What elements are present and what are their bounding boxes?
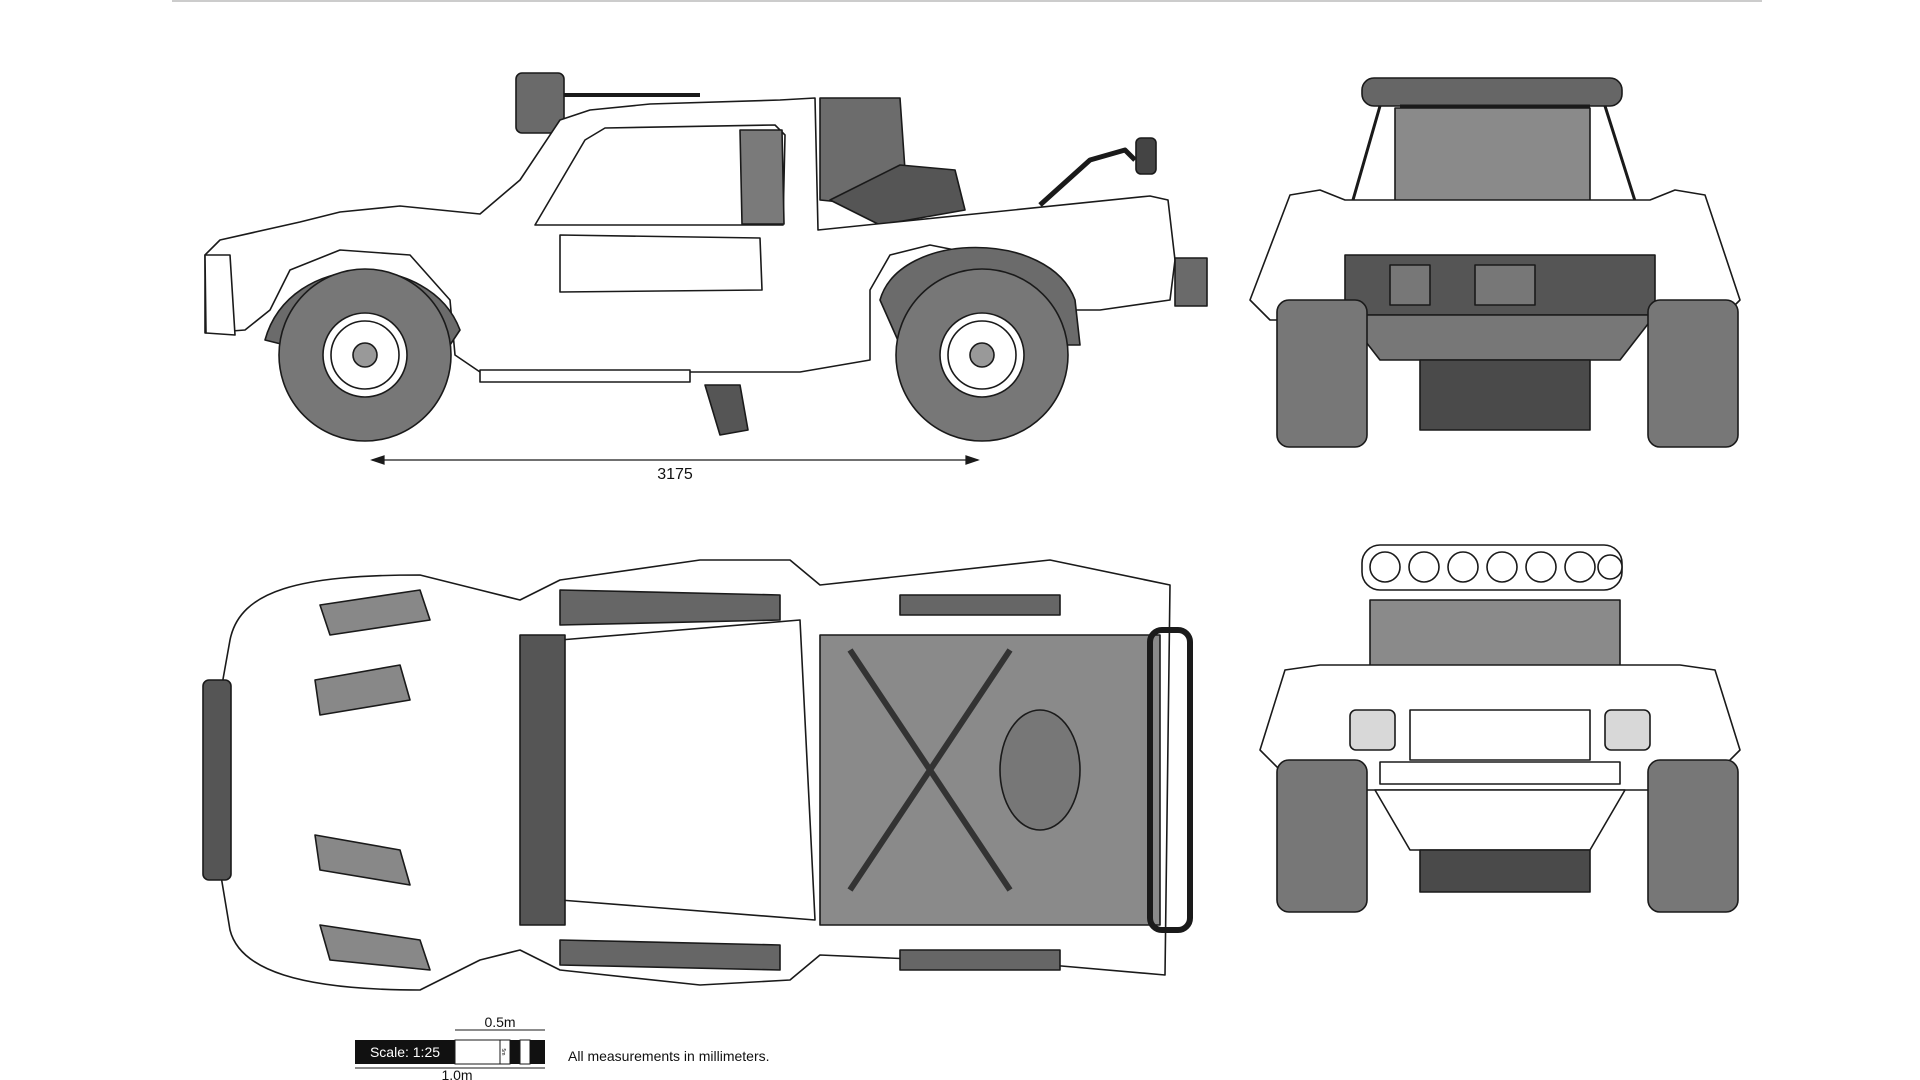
top-cab-roof <box>559 619 816 921</box>
scale-label-box <box>355 1040 455 1064</box>
top-windshield <box>519 634 566 926</box>
side-front-wheel <box>278 268 452 442</box>
rear-right-tire <box>1647 299 1739 448</box>
scale-half-label: 0.5m <box>484 1014 515 1030</box>
front-left-headlight <box>1349 709 1396 751</box>
side-rear-wheel <box>895 268 1069 442</box>
rear-skid <box>1344 314 1656 361</box>
side-mud-flap <box>704 384 749 436</box>
wheelbase-dimension <box>370 455 980 465</box>
front-bumper <box>1379 761 1621 785</box>
side-engine <box>829 164 966 226</box>
top-spare-tire <box>999 709 1081 831</box>
side-rear-window-fill <box>739 129 785 225</box>
top-rear-bumper <box>1147 627 1193 933</box>
front-skid <box>1374 789 1626 851</box>
scale-small-mark: 5m <box>500 1049 506 1056</box>
rear-view <box>1249 77 1741 448</box>
scale-black-segment-1 <box>510 1040 520 1064</box>
wheelbase-value: 3175 <box>657 466 693 483</box>
side-door-panel <box>559 234 763 293</box>
side-step <box>479 369 691 383</box>
scale-black-segment-2 <box>530 1040 545 1064</box>
side-view <box>204 72 1208 442</box>
front-left-tire <box>1276 759 1368 913</box>
top-front-bumper <box>202 679 232 881</box>
front-view <box>1259 544 1741 913</box>
top-right-panel <box>559 939 781 971</box>
top-cage-x <box>847 648 1013 892</box>
rear-diff <box>1419 359 1591 431</box>
front-right-tire <box>1647 759 1739 913</box>
top-view <box>202 559 1193 991</box>
scale-label: Scale: 1:25 <box>370 1044 440 1060</box>
rear-light-bar <box>1361 77 1623 107</box>
front-lamps <box>1369 551 1623 583</box>
front-right-headlight <box>1604 709 1651 751</box>
top-right-fender <box>899 949 1061 971</box>
side-cab-window <box>534 124 786 226</box>
side-roof-light <box>515 72 565 134</box>
side-rear-bumper <box>1174 257 1208 307</box>
rear-tank <box>1389 264 1431 306</box>
scale-white-segment <box>454 1039 501 1065</box>
top-left-panel <box>559 589 781 626</box>
measurement-note: All measurements in millimeters. <box>568 1048 770 1064</box>
side-rear-arm <box>1038 147 1137 207</box>
top-hood-vents <box>314 589 431 971</box>
top-left-fender <box>899 594 1061 616</box>
side-rear-mirror <box>1135 137 1157 175</box>
front-diff <box>1419 849 1591 893</box>
side-front-bumper <box>204 254 236 336</box>
scale-white-segment-2 <box>519 1039 531 1065</box>
scale-full-label: 1.0m <box>441 1067 472 1080</box>
scale-bar <box>355 1029 545 1069</box>
front-grille <box>1409 709 1591 761</box>
rear-left-tire <box>1276 299 1368 448</box>
rear-box <box>1474 264 1536 306</box>
